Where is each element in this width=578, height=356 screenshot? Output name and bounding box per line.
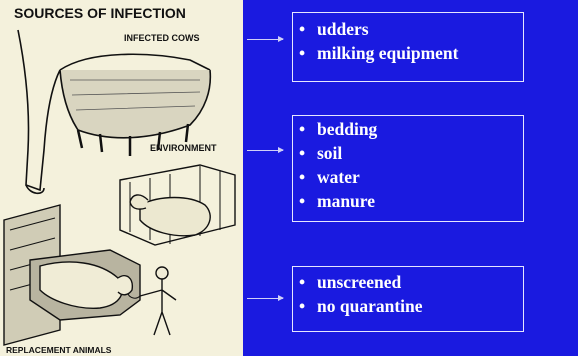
list-item: water: [293, 165, 523, 189]
arrow-to-cows-box: [247, 39, 283, 40]
infection-sources-illustration: [0, 0, 243, 356]
infected-cows-sources-box: udders milking equipment: [292, 12, 524, 82]
label-environment: ENVIRONMENT: [150, 143, 217, 153]
arrow-to-environment-box: [247, 150, 283, 151]
arrow-to-replacement-box: [247, 298, 283, 299]
list-item: no quarantine: [293, 294, 523, 318]
list-item: milking equipment: [293, 41, 523, 65]
list-item: udders: [293, 17, 523, 41]
illustration-title: SOURCES OF INFECTION: [14, 5, 186, 21]
replacement-animals-sources-box: unscreened no quarantine: [292, 266, 524, 332]
illustration-panel: SOURCES OF INFECTION INFECTED COWS ENVIR…: [0, 0, 243, 356]
label-replacement-animals: REPLACEMENT ANIMALS: [6, 345, 111, 355]
list-item: unscreened: [293, 270, 523, 294]
list-item: manure: [293, 189, 523, 213]
environment-sources-box: bedding soil water manure: [292, 115, 524, 222]
list-item: bedding: [293, 117, 523, 141]
list-item: soil: [293, 141, 523, 165]
label-infected-cows: INFECTED COWS: [124, 33, 200, 43]
calf-pen-drawing: [120, 165, 235, 245]
